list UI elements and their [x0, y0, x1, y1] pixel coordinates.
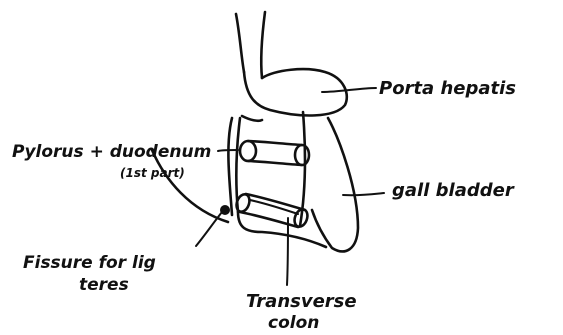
label-fissure-line2: teres — [79, 275, 129, 295]
label-fissure-line1: Fissure for lig — [23, 253, 156, 273]
label-pylorus-line1: Pylorus + duodenum — [12, 142, 211, 162]
label-transverse-line1: Transverse — [246, 291, 357, 312]
label-transverse-line2: colon — [268, 313, 319, 333]
label-pylorus-line2: (1st part) — [120, 166, 185, 180]
transverse-colon-tube — [234, 192, 309, 228]
label-gall-bladder: gall bladder — [392, 180, 515, 201]
pylorus-tube — [240, 141, 309, 165]
leader-lines — [196, 88, 384, 285]
label-porta-hepatis: Porta hepatis — [379, 78, 516, 99]
